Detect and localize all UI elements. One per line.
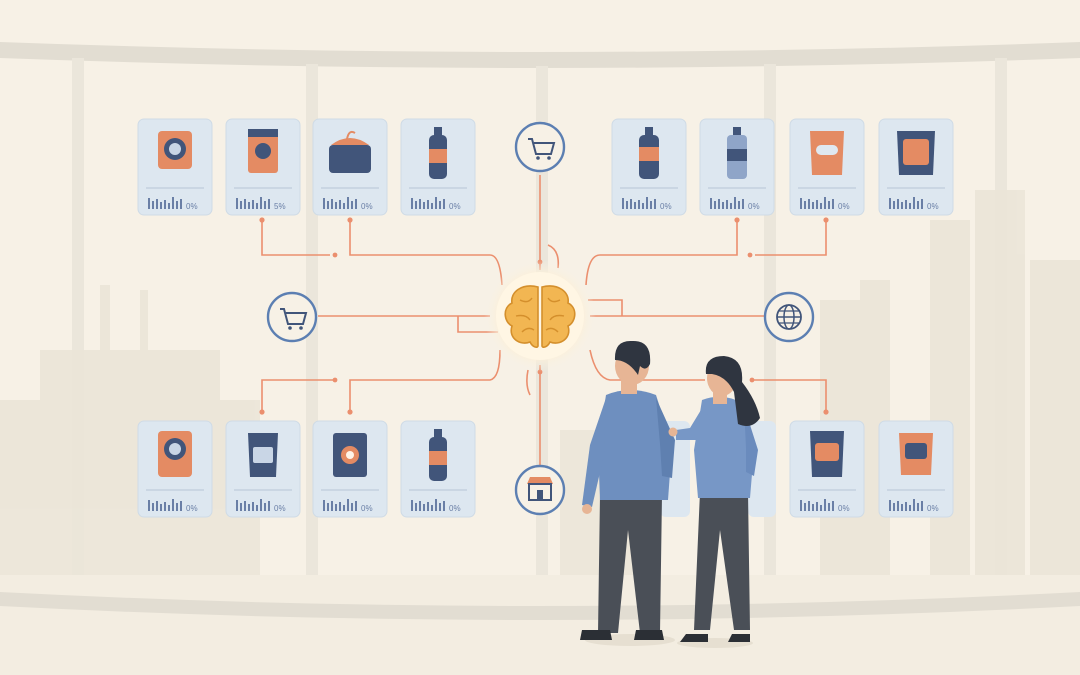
card-label: 0% <box>748 202 760 211</box>
product-card[interactable]: 0% <box>312 420 388 518</box>
woman-figure <box>668 356 760 648</box>
card-label: 0% <box>927 504 939 513</box>
card-label: 0% <box>361 504 373 513</box>
product-card[interactable]: 0% <box>400 118 476 216</box>
product-card-group-bottom-right: 0% 0% <box>789 420 954 518</box>
card-label: 0% <box>449 202 461 211</box>
product-card[interactable]: 0% <box>878 420 954 518</box>
product-card[interactable]: 0% <box>611 118 687 216</box>
storefront-icon[interactable] <box>514 464 566 516</box>
product-card[interactable]: 0% <box>137 420 213 518</box>
product-card[interactable]: 0% <box>225 420 301 518</box>
man-figure <box>580 340 675 646</box>
shopping-cart-icon[interactable] <box>266 291 318 343</box>
shopping-cart-icon[interactable] <box>514 121 566 173</box>
card-label: 0% <box>927 202 939 211</box>
card-label: 5% <box>274 202 286 211</box>
brain-icon[interactable] <box>484 260 596 372</box>
product-card[interactable]: 0% <box>789 420 865 518</box>
card-label: 0% <box>361 202 373 211</box>
card-label: 0% <box>838 504 850 513</box>
product-card-group-top-left: 0% 5% 0% 0% <box>137 118 476 216</box>
product-card[interactable]: 0% <box>137 118 213 216</box>
product-card[interactable]: 0% <box>699 118 775 216</box>
globe-icon[interactable] <box>763 291 815 343</box>
product-card[interactable]: 0% <box>878 118 954 216</box>
product-card[interactable]: 5% <box>225 118 301 216</box>
card-label: 0% <box>660 202 672 211</box>
card-label: 0% <box>186 504 198 513</box>
product-card[interactable]: 0% <box>789 118 865 216</box>
card-label: 0% <box>838 202 850 211</box>
card-label: 0% <box>274 504 286 513</box>
product-card-group-top-right: 0% 0% 0% 0% <box>611 118 954 216</box>
product-card-group-bottom-left: 0% 0% 0% 0% <box>137 420 476 518</box>
card-label: 0% <box>449 504 461 513</box>
product-card[interactable]: 0% <box>312 118 388 216</box>
product-card[interactable]: 0% <box>400 420 476 518</box>
card-label: 0% <box>186 202 198 211</box>
